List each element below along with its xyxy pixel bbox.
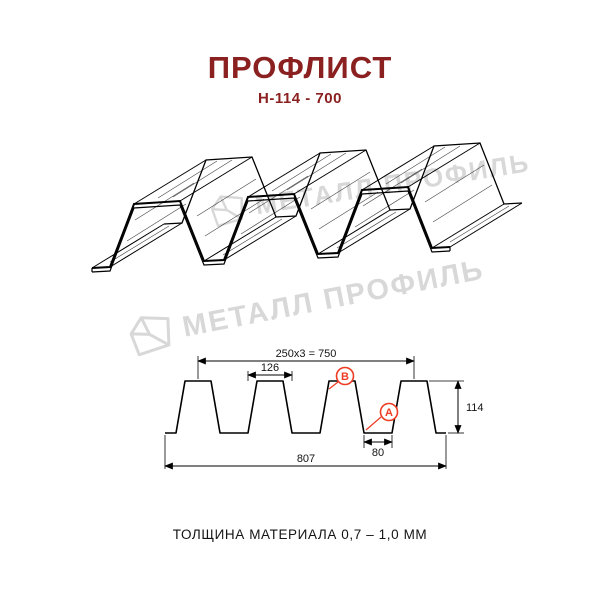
extrusion-lines	[91, 142, 523, 269]
front-profile-thickness-edge	[91, 190, 451, 273]
dim-rib-width: 126	[247, 362, 293, 381]
cross-section-view: 250x3 = 750 126 80 807	[164, 348, 484, 470]
callout-b-circle	[335, 366, 355, 386]
dim-rib-width-label: 126	[261, 362, 279, 374]
material-thickness-note: ТОЛЩИНА МАТЕРИАЛА 0,7 – 1,0 ММ	[172, 527, 428, 542]
dim-valley-width: 80	[363, 435, 393, 459]
callout-a: А	[365, 402, 399, 431]
page-title: ПРОФЛИСТ	[207, 50, 393, 85]
dim-overall-width: 807	[164, 435, 447, 470]
dim-height: 114	[429, 380, 484, 434]
callout-b-label: В	[341, 371, 349, 383]
dim-height-label: 114	[466, 402, 484, 414]
profile-model-subtitle: Н-114 - 700	[258, 90, 342, 107]
profile-3d-view	[91, 142, 523, 273]
dim-valley-width-label: 80	[372, 447, 384, 459]
dim-overall-width-label: 807	[297, 453, 315, 465]
section-profile	[165, 380, 446, 434]
hatch-lines	[109, 145, 510, 263]
dim-pitch: 250x3 = 750	[197, 348, 415, 379]
watermark-lower: МЕТАЛЛ ПРОФИЛЬ	[122, 249, 488, 360]
callout-b: В	[328, 366, 355, 390]
back-profile-edge	[163, 142, 523, 225]
dim-pitch-label: 250x3 = 750	[276, 348, 337, 360]
front-profile-edge	[91, 185, 451, 269]
brand-logo-icon	[129, 316, 171, 357]
callout-a-label: А	[385, 407, 393, 419]
callout-a-circle	[379, 402, 399, 422]
